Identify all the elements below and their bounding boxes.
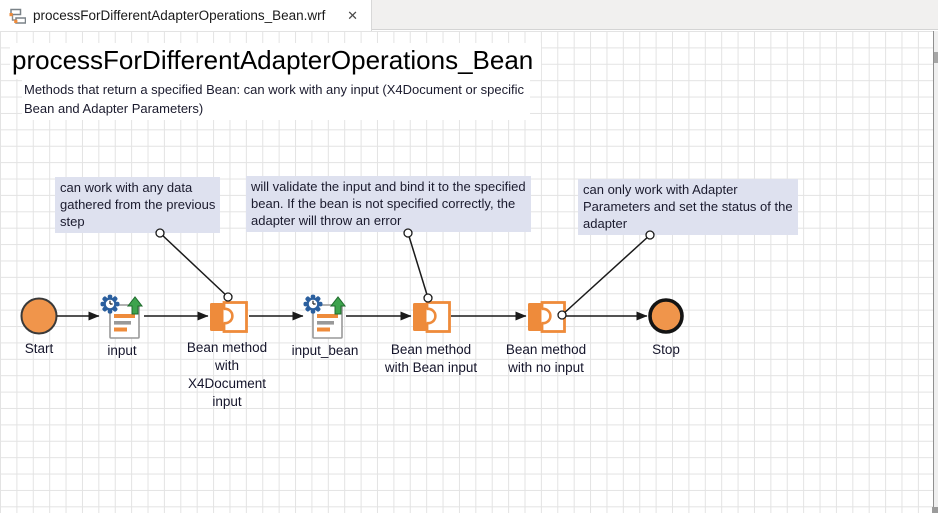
node-input-bean[interactable] bbox=[302, 292, 350, 345]
node-label-bean-x4document: Bean method with X4Document input bbox=[186, 340, 268, 409]
association-annotation1 bbox=[159, 232, 229, 298]
association-annotation3 bbox=[561, 234, 651, 316]
node-bean-method-x4document[interactable] bbox=[208, 297, 250, 342]
annotation-validate-bind[interactable]: will validate the input and bind it to t… bbox=[246, 176, 531, 232]
association-annotation2 bbox=[407, 232, 429, 299]
page-title: processForDifferentAdapterOperations_Bea… bbox=[10, 43, 542, 79]
document-icon bbox=[100, 294, 144, 339]
tab-title: processForDifferentAdapterOperations_Bea… bbox=[33, 8, 326, 23]
close-icon[interactable]: ✕ bbox=[347, 8, 358, 23]
node-label-bean-no-input: Bean method with no input bbox=[505, 342, 587, 375]
upload-arrow-icon bbox=[329, 296, 347, 315]
scrollbar-corner bbox=[932, 507, 938, 513]
bean-puzzle-icon bbox=[210, 301, 248, 333]
node-stop[interactable] bbox=[644, 294, 688, 343]
node-label-bean-bean-input: Bean method with Bean input bbox=[384, 342, 478, 375]
stop-event-icon bbox=[648, 298, 684, 334]
process-description: Methods that return a specified Bean: ca… bbox=[22, 79, 531, 120]
node-label-input-bean: input_bean bbox=[291, 343, 359, 358]
annotation-adapter-parameters[interactable]: can only work with Adapter Parameters an… bbox=[578, 179, 798, 235]
node-label-input: input bbox=[107, 343, 137, 358]
node-start[interactable] bbox=[17, 293, 61, 342]
document-icon bbox=[303, 294, 347, 339]
gear-icon bbox=[100, 294, 120, 314]
node-label-stop: Stop bbox=[652, 342, 680, 357]
annotation-previous-step[interactable]: can work with any data gathered from the… bbox=[55, 177, 221, 233]
start-event-icon bbox=[20, 297, 58, 335]
editor-tab-bar: processForDifferentAdapterOperations_Bea… bbox=[0, 0, 938, 31]
upload-arrow-icon bbox=[126, 296, 144, 315]
node-label-start: Start bbox=[24, 341, 54, 356]
node-bean-method-bean-input[interactable] bbox=[411, 297, 453, 342]
scrollbar-thumb[interactable] bbox=[934, 52, 938, 63]
node-bean-method-no-input[interactable] bbox=[526, 297, 568, 342]
tab-process-file[interactable]: processForDifferentAdapterOperations_Bea… bbox=[0, 0, 372, 31]
gear-icon bbox=[303, 294, 323, 314]
vertical-scrollbar[interactable] bbox=[933, 31, 938, 513]
workflow-icon bbox=[9, 8, 26, 24]
workflow-canvas[interactable]: processForDifferentAdapterOperations_Bea… bbox=[0, 31, 938, 513]
bean-puzzle-icon bbox=[413, 301, 451, 333]
bean-puzzle-icon bbox=[528, 301, 566, 333]
node-input[interactable] bbox=[99, 292, 147, 345]
